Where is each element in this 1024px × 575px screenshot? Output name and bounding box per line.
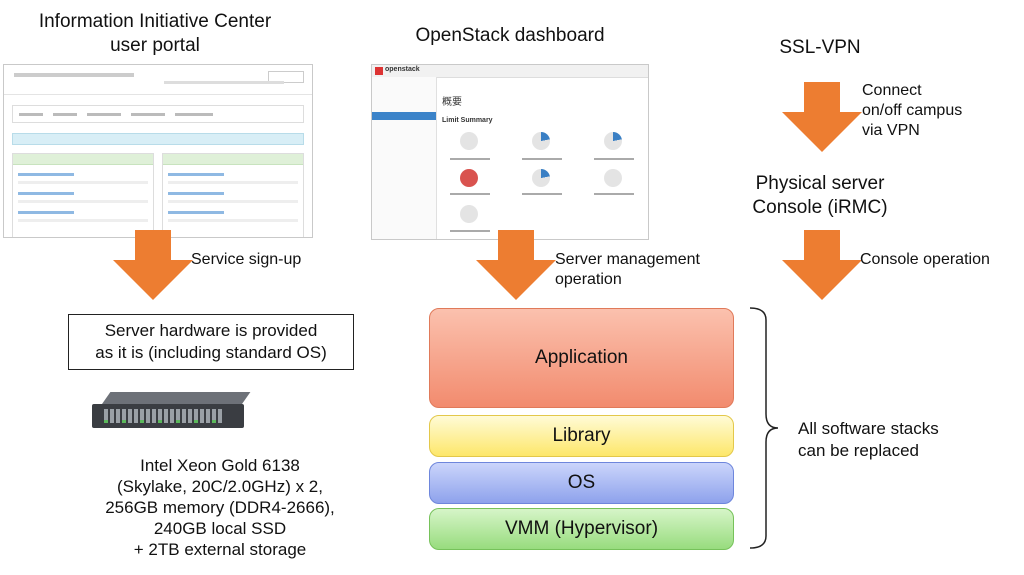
- portal-title: Information Initiative Center user porta…: [38, 11, 272, 56]
- arrow-down-icon: [782, 82, 862, 152]
- openstack-screenshot: openstack 概要 Limit Summary: [371, 64, 649, 240]
- layer-application: Application: [429, 308, 734, 408]
- server-spec: Intel Xeon Gold 6138 (Skylake, 20C/2.0GH…: [105, 456, 335, 559]
- arrow-down-icon: [113, 230, 193, 300]
- signup-label: Service sign-up: [191, 251, 302, 268]
- openstack-title: OpenStack dashboard: [415, 25, 605, 46]
- sslvpn-title: SSL-VPN: [779, 37, 861, 58]
- layer-library: Library: [429, 415, 734, 457]
- openstack-logo-icon: [375, 67, 383, 75]
- layer-os: OS: [429, 462, 734, 504]
- portal-screenshot: [3, 64, 313, 238]
- brace-icon: [749, 307, 779, 549]
- console-op-label: Console operation: [860, 251, 990, 268]
- arrow-down-icon: [782, 230, 862, 300]
- arrow-down-icon: [476, 230, 556, 300]
- layer-vmm: VMM (Hypervisor): [429, 508, 734, 550]
